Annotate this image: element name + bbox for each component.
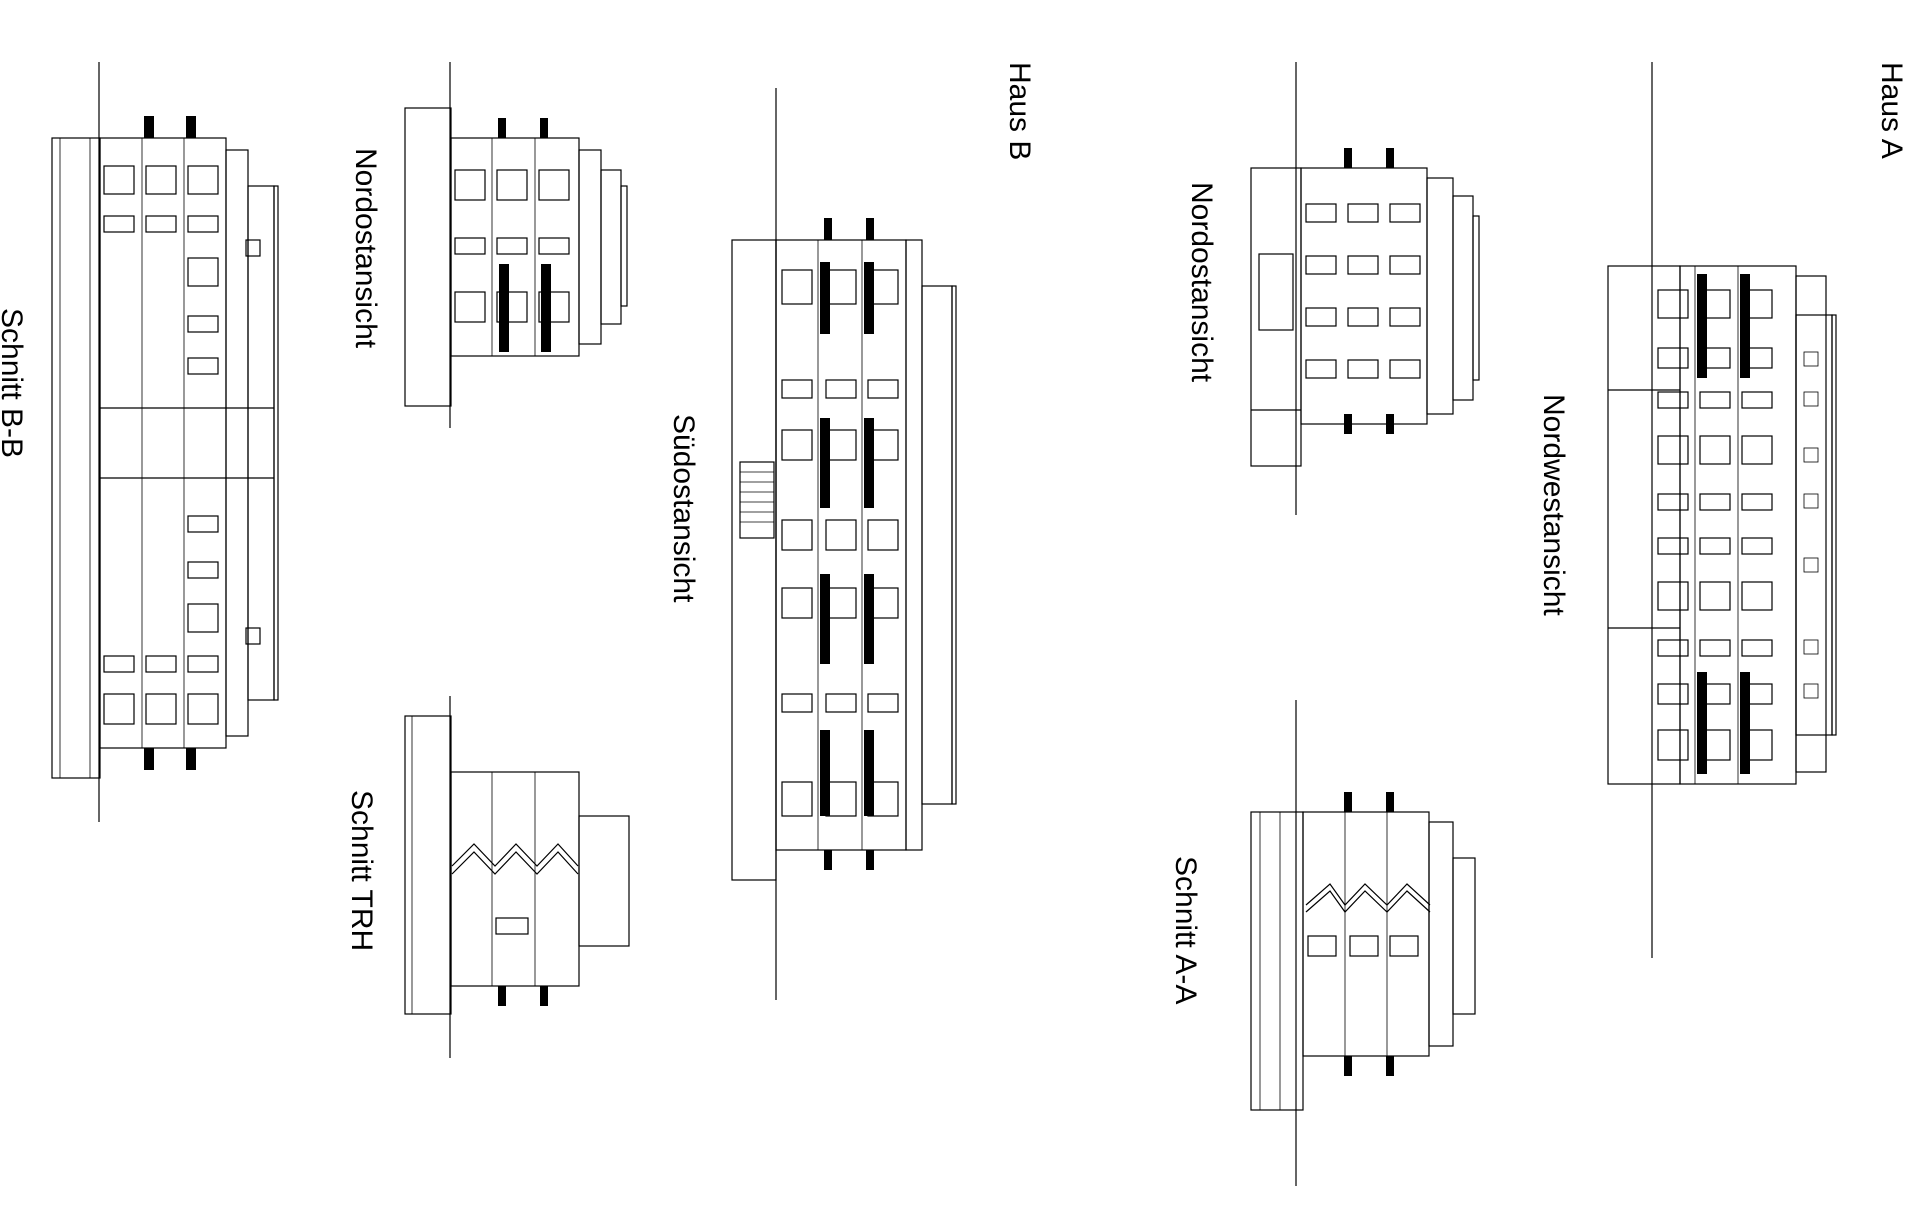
schnitt-trh-drawing [404,696,630,1058]
window-grid [1657,289,1773,761]
balcony-railings [1697,274,1750,774]
suedostansicht-haus-b-drawing [731,88,957,1000]
nordostansicht-haus-a-drawing [1250,62,1480,515]
schnitt-bb-label: Schnitt B-B [0,308,28,458]
balcony-railings [820,262,874,816]
nordostansicht-haus-b-drawing [404,62,628,428]
nordostansicht-haus-a-label: Nordostansicht [1185,182,1218,383]
suedostansicht-label: Südostansicht [667,414,700,603]
window-grid [781,269,899,817]
schnitt-aa-drawing [1250,700,1476,1186]
schnitt-aa-label: Schnitt A-A [1169,856,1202,1004]
side-openings [1803,351,1819,699]
schnitt-bb-drawing [51,62,279,822]
haus-a-label: Haus A [1875,62,1908,159]
haus-b-label: Haus B [1003,62,1036,160]
window-grid [1305,203,1421,379]
nordwestansicht-label: Nordwestansicht [1537,394,1570,616]
nordwestansicht-haus-a-drawing [1607,62,1837,958]
schnitt-trh-label: Schnitt TRH [345,790,378,951]
nordostansicht-haus-b-label: Nordostansicht [349,148,382,349]
window-grid [103,165,219,725]
